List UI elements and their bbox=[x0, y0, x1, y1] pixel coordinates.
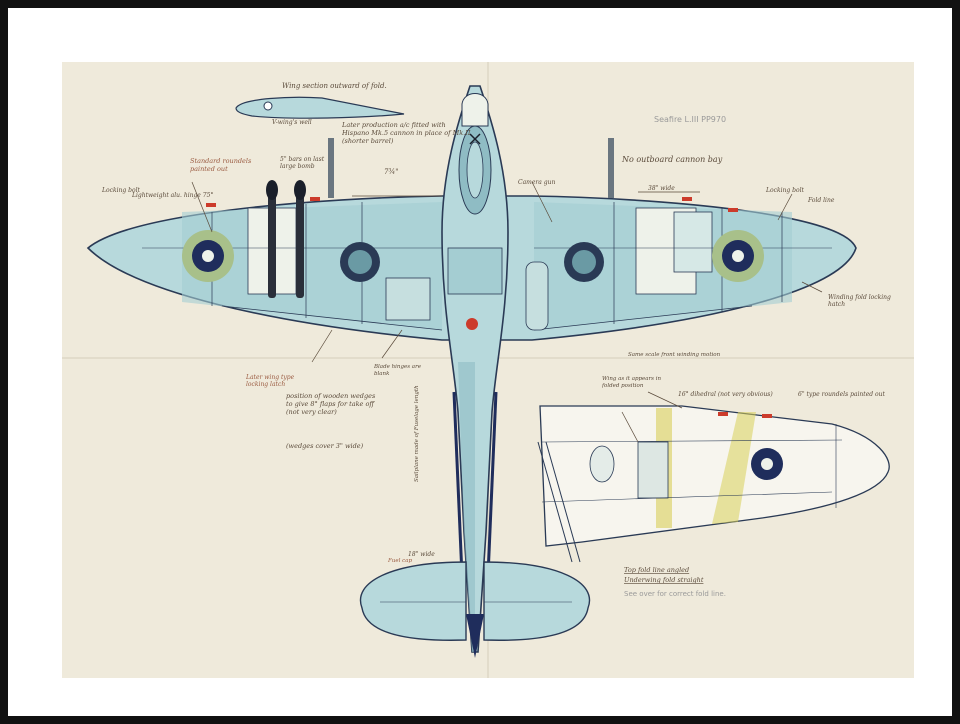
note-same-scale: Same scale front winding motion bbox=[628, 352, 721, 358]
note-later-production-box: Later production a/c fitted with Hispano… bbox=[342, 122, 471, 145]
note-blade-hinges-box: Blade hinges are blank bbox=[374, 364, 421, 377]
note-standard-roundels-box: Standard roundels painted out bbox=[190, 158, 252, 173]
roundel-icon bbox=[712, 230, 764, 282]
note-aluminium-hinge: Lightweight alu. hinge 75° bbox=[132, 192, 214, 199]
note-dim-38: 38" wide bbox=[648, 185, 675, 192]
note-top-fold-line: Top fold line angled bbox=[624, 566, 689, 574]
note-blade-hinges: Blade hinges are blank bbox=[374, 364, 421, 377]
note-later-production: Later production a/c fitted with Hispano… bbox=[342, 122, 471, 145]
note-fold-line-top: Fold line bbox=[807, 197, 835, 204]
note-folded-in-wing-box: Wing as it appears in folded position bbox=[602, 376, 662, 389]
note-sailplane-spec: Sailplane made of Fuselage length bbox=[414, 385, 420, 482]
note-five-inch-bars-box: 5" bars on last large bomb bbox=[280, 156, 325, 171]
note-wing-section-sub: V-wing's well bbox=[272, 119, 312, 126]
tailplane bbox=[359, 561, 591, 641]
roundel-icon bbox=[182, 230, 234, 282]
blueprint-drawing: Wing section outward of fold. V-wing's w… bbox=[62, 62, 914, 678]
note-hinge-dim: 7¾" bbox=[384, 168, 398, 176]
folded-wing-detail bbox=[537, 405, 890, 563]
note-winding-fold-box: Winding fold locking hatch bbox=[828, 294, 891, 309]
note-five-inch-bars: 5" bars on last large bomb bbox=[280, 156, 325, 171]
note-locking-bolt-right: Locking bolt bbox=[765, 187, 804, 194]
note-camera-gun: Camera gun bbox=[518, 179, 555, 186]
note-fuel-cap: Fuel cap bbox=[387, 558, 412, 564]
note-title-pencil: Seafire L.III PP970 bbox=[654, 115, 726, 124]
note-wedges-cover: (wedges cover 3" wide) bbox=[286, 442, 364, 450]
note-see-over: See over for correct fold line. bbox=[624, 590, 726, 598]
fuselage bbox=[385, 85, 549, 658]
note-position-wooden-wedges-box: position of wooden wedges to give 8° fla… bbox=[286, 392, 376, 417]
note-six-inch-roundels: 6" type roundels painted out bbox=[798, 391, 885, 398]
note-folded-in-wing: Wing as it appears in folded position bbox=[602, 376, 662, 389]
note-dihedral: 16° dihedral (not very obvious) bbox=[678, 391, 773, 398]
note-no-outboard-cannon: No outboard cannon bay bbox=[621, 155, 723, 164]
note-aluminium-hinge-box: Lightweight alu. hinge 75° bbox=[132, 192, 214, 199]
dimension-lines bbox=[191, 181, 823, 443]
note-standard-roundels: Standard roundels painted out bbox=[190, 158, 252, 173]
note-position-wooden-wedges: position of wooden wedges to give 8° fla… bbox=[286, 392, 376, 417]
note-later-wing-type: Later wing type locking latch bbox=[246, 374, 295, 389]
wing-section-profile bbox=[235, 96, 405, 119]
note-winding-fold: Winding fold locking hatch bbox=[828, 294, 891, 309]
spitfire-blueprint-artwork: Wing section outward of fold. V-wing's w… bbox=[62, 62, 914, 678]
note-underwing-fold: Underwing fold straight bbox=[624, 576, 704, 584]
note-wing-section: Wing section outward of fold. bbox=[282, 82, 387, 90]
note-tailplane-width: 18" wide bbox=[408, 551, 435, 558]
cannon-barrels bbox=[266, 138, 614, 298]
picture-frame: Wing section outward of fold. V-wing's w… bbox=[8, 8, 952, 716]
wheel-wells bbox=[340, 242, 604, 282]
roundel-icon bbox=[751, 448, 783, 480]
note-locking-bolt-left: Locking bolt bbox=[101, 187, 140, 194]
note-later-wing-type-box: Later wing type locking latch bbox=[246, 374, 295, 389]
